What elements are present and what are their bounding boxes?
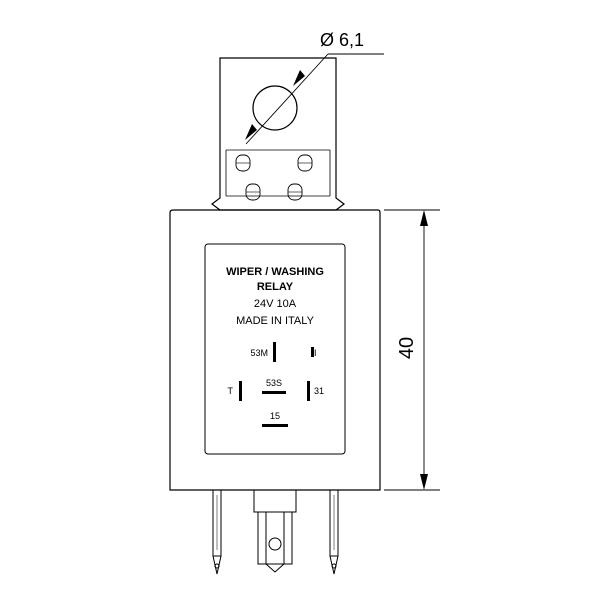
pin-15-label: 15 (270, 411, 280, 421)
pin-31-label: 31 (314, 386, 324, 396)
pin-53s-mark (262, 391, 286, 394)
pin-i-label: I (314, 348, 317, 358)
pin-diagram (239, 342, 314, 427)
diameter-label: Ø 6,1 (320, 30, 364, 50)
label-line-2: RELAY (257, 281, 294, 293)
label-line-3: 24V 10A (254, 298, 297, 310)
arrow-head-lower (245, 124, 257, 140)
label-line-1: WIPER / WASHING (226, 266, 324, 278)
pin-53m-mark (273, 342, 276, 362)
terminal-center (253, 489, 297, 573)
mounting-bracket (211, 57, 345, 211)
pin-t-label: T (228, 386, 234, 396)
pin-i-mark (311, 347, 314, 357)
arrow-head-top (420, 210, 428, 226)
terminal-left (212, 489, 222, 575)
label-panel (204, 243, 346, 455)
mounting-hole (252, 85, 298, 131)
height-label: 40 (396, 337, 418, 359)
pin-31-mark (307, 381, 310, 401)
pin-15-mark (262, 424, 288, 427)
label-line-4: MADE IN ITALY (236, 315, 314, 327)
height-dimension (384, 209, 440, 491)
arrow-head-upper (293, 70, 305, 86)
pin-t-mark (239, 381, 242, 401)
terminal-right (329, 489, 339, 575)
pin-53m-label: 53M (250, 348, 268, 358)
diameter-dimension (245, 53, 384, 145)
arrow-head-bottom (420, 474, 428, 490)
pin-53s-label: 53S (266, 378, 282, 388)
